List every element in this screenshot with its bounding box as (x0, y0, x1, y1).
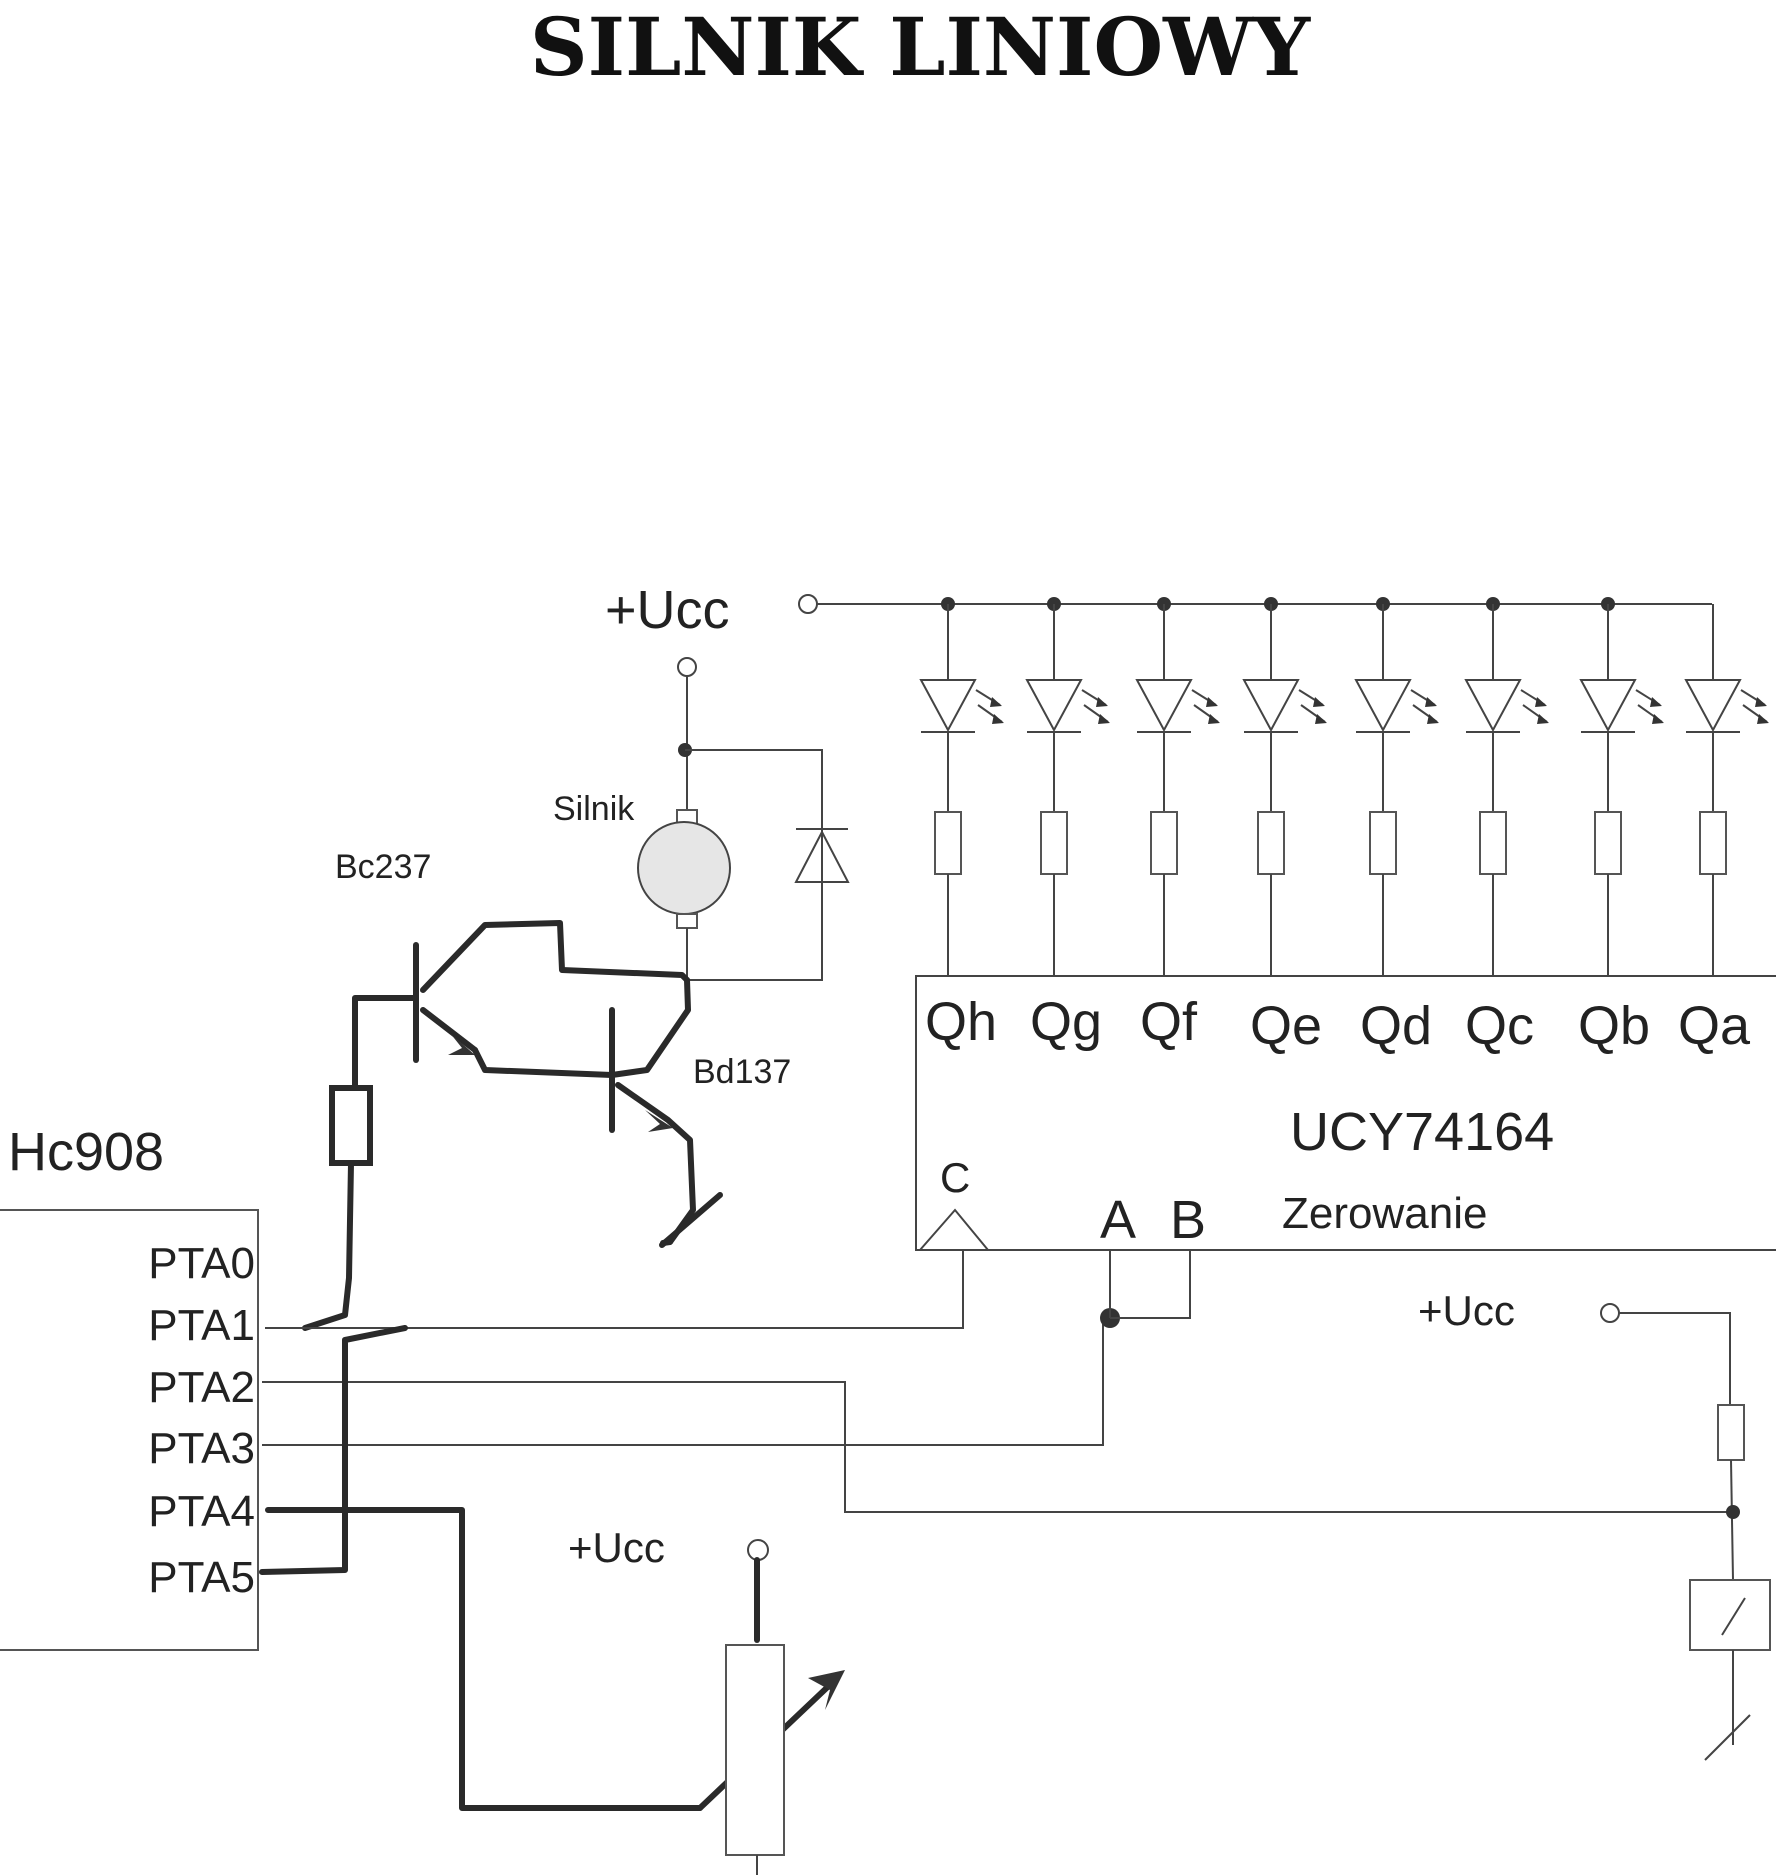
register-output-label: Qh (925, 992, 997, 1052)
led-column (1464, 597, 1549, 976)
darlington-pair: Bc237 Bd137 (302, 848, 791, 1331)
led-resistor (1369, 811, 1397, 875)
led-resistor (1479, 811, 1507, 875)
input-a-label: A (1100, 1190, 1136, 1250)
led-resistor (1699, 811, 1727, 875)
led-icon (919, 679, 1004, 733)
register-output-label: Qf (1140, 992, 1198, 1052)
supply-terminal-reset (1600, 1303, 1620, 1323)
reset-button-branch: +Ucc (1418, 1287, 1771, 1761)
motor-symbol (637, 809, 731, 980)
led-resistor (1150, 811, 1178, 875)
potentiometer: +Ucc (568, 1524, 785, 1875)
led-icon (1242, 679, 1327, 733)
transistor2-label: Bd137 (693, 1053, 791, 1091)
supply-label-top: +Ucc (605, 580, 730, 640)
supply-terminal-motor (677, 657, 697, 677)
led-column (1354, 597, 1439, 976)
register-output-label: Qc (1465, 996, 1534, 1056)
led-icon (1464, 679, 1549, 733)
led-columns (919, 597, 1769, 976)
reset-button (1689, 1579, 1771, 1651)
supply-terminal-pot (747, 1539, 769, 1561)
pullup-resistor (1717, 1404, 1745, 1461)
mcu-pin-label: PTA2 (148, 1363, 255, 1412)
reset-label: Zerowanie (1282, 1189, 1487, 1238)
led-resistor (1040, 811, 1068, 875)
mcu-pin-label: PTA4 (148, 1487, 255, 1536)
shift-register: Qh Qg Qf Qe Qd Qc Qb Qa UCY74164 C A B Zerowani… (915, 975, 1776, 1251)
led-column (1684, 604, 1769, 976)
top-supply-rail: +Ucc (605, 580, 1712, 640)
supply-terminal-top (798, 594, 818, 614)
clock-pin-symbol (919, 1208, 989, 1251)
mcu-pin-label: PTA1 (148, 1301, 255, 1350)
register-output-labels: Qh Qg Qf Qe Qd Qc Qb Qa (925, 992, 1751, 1056)
led-icon (1684, 679, 1769, 733)
flyback-diode (794, 828, 850, 883)
ground-symbol (659, 1192, 723, 1248)
supply-label-reset: +Ucc (1418, 1287, 1515, 1334)
motor-branch: Silnik (553, 657, 850, 981)
led-column (1579, 597, 1664, 976)
register-output-label: Qd (1360, 996, 1432, 1056)
led-resistor (1594, 811, 1622, 875)
mcu-pin-label: PTA5 (148, 1553, 255, 1602)
led-resistor (934, 811, 962, 875)
mcu-pin-label: PTA3 (148, 1424, 255, 1473)
led-icon (1579, 679, 1664, 733)
input-b-label: B (1170, 1190, 1206, 1250)
register-output-label: Qe (1250, 996, 1322, 1056)
led-column (1242, 597, 1327, 976)
motor-label: Silnik (553, 790, 635, 828)
led-resistor (1257, 811, 1285, 875)
clock-pin-label: C (940, 1154, 970, 1201)
transistor1-label: Bc237 (335, 848, 431, 886)
register-output-label: Qb (1578, 996, 1650, 1056)
led-column (919, 597, 1004, 976)
led-column (1135, 597, 1220, 976)
register-output-label: Qa (1678, 996, 1751, 1056)
led-icon (1354, 679, 1439, 733)
base-resistor (329, 1085, 373, 1166)
mcu-pin-label: PTA0 (148, 1239, 255, 1288)
supply-label-pot: +Ucc (568, 1524, 665, 1571)
led-icon (1135, 679, 1220, 733)
mcu-label: Hc908 (8, 1122, 164, 1182)
register-output-label: Qg (1030, 992, 1102, 1052)
led-column (1025, 597, 1110, 976)
led-icon (1025, 679, 1110, 733)
diagram-title: SILNIK LINIOWY (530, 0, 1311, 94)
shift-register-label: UCY74164 (1290, 1102, 1554, 1162)
